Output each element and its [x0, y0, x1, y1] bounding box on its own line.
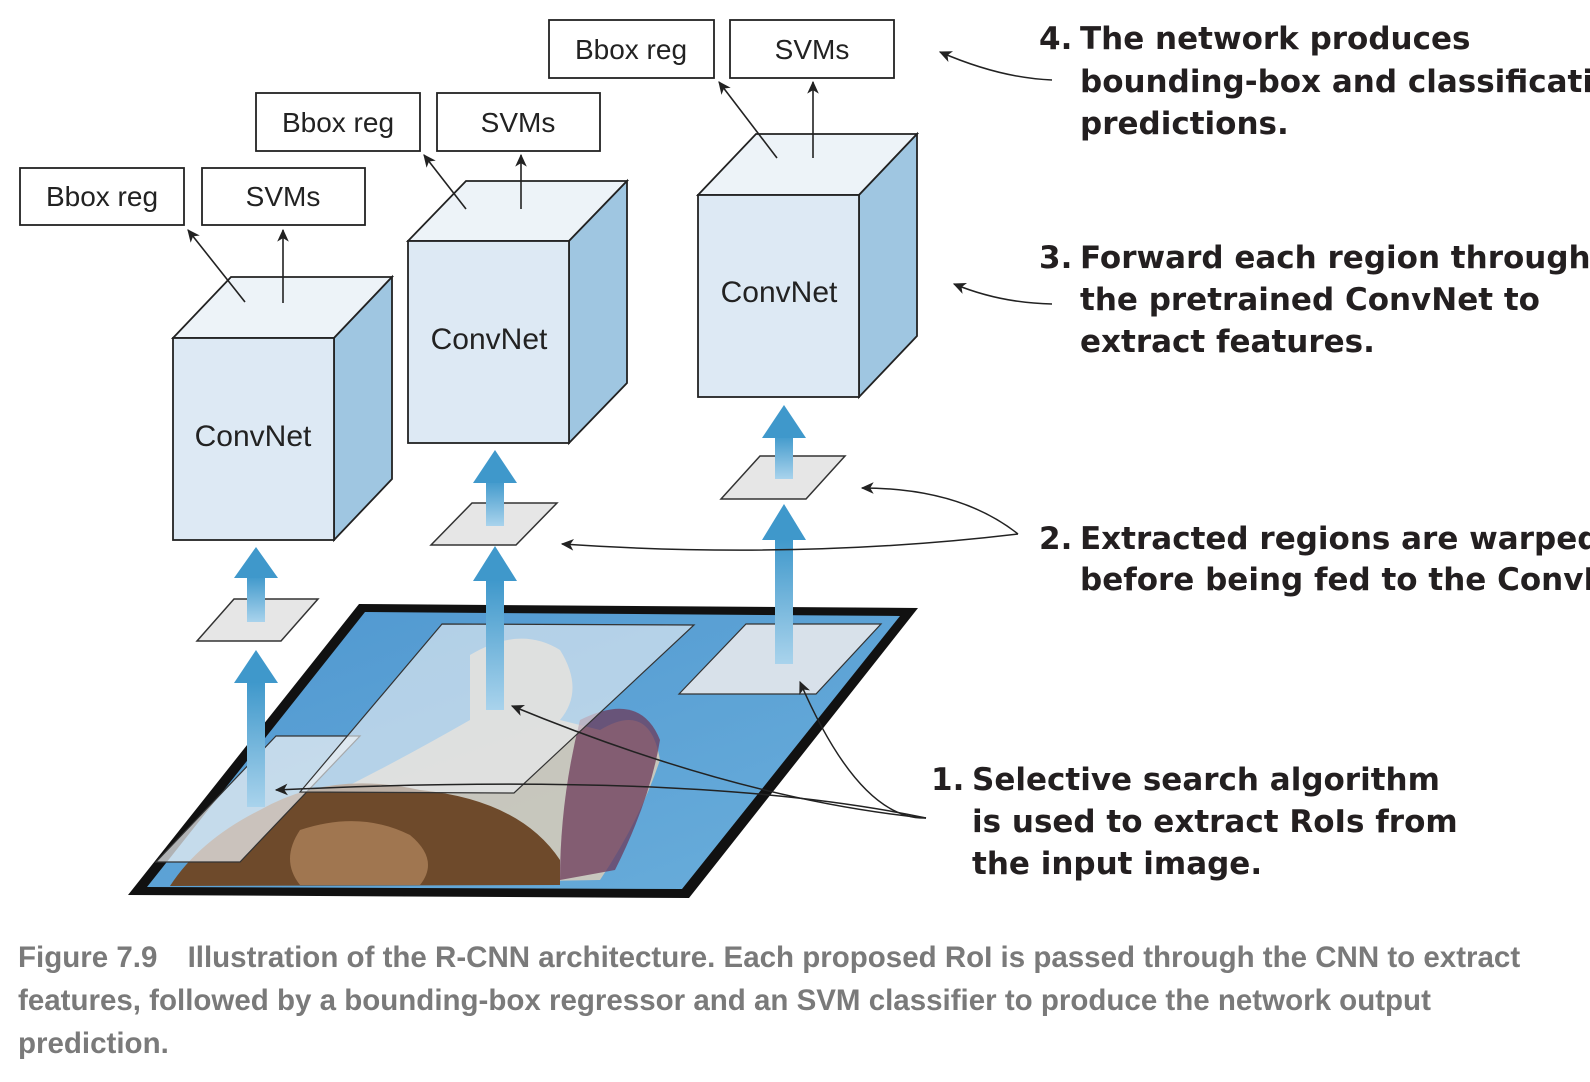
bbox-reg-box: [548, 19, 715, 79]
flow-arrows: [234, 405, 806, 807]
figure-label: Figure 7.9: [18, 941, 158, 974]
convnet-cube-3: ConvNet: [695, 131, 920, 400]
bbox-reg-label: Bbox reg: [46, 181, 158, 212]
svms-label: SVMs: [775, 34, 850, 65]
svms-box: [436, 92, 601, 152]
svms-box: [201, 167, 366, 226]
step-line: Forward each region through: [1080, 240, 1590, 276]
arrow-up-icon: [473, 546, 517, 710]
convnet-cube-2: ConvNet: [405, 178, 630, 446]
step-line: Selective search algorithm: [972, 762, 1440, 798]
step-line: Extracted regions are warped: [1080, 521, 1590, 557]
step-line: The network produces: [1080, 21, 1470, 57]
step-number: 4.: [1039, 21, 1072, 57]
step-line: the pretrained ConvNet to: [1080, 282, 1540, 318]
step-line: is used to extract RoIs from: [972, 804, 1458, 840]
figure-caption: Figure 7.9 Illustration of the R-CNN arc…: [18, 936, 1573, 1065]
bbox-reg-label: Bbox reg: [282, 107, 394, 138]
outputs-column-1: Bbox reg SVMs: [19, 167, 366, 303]
bbox-reg-label: Bbox reg: [575, 34, 687, 65]
step-line: extract features.: [1080, 324, 1375, 360]
step-number: 1.: [931, 762, 964, 798]
figure-caption-text: Illustration of the R-CNN architecture. …: [18, 941, 1521, 1060]
arrow-up-icon: [762, 405, 806, 479]
step-3-callout: 3. Forward each region through the pretr…: [1039, 240, 1590, 360]
step-line: bounding-box and classification: [1080, 64, 1590, 100]
step-4-callout: 4. The network produces bounding-box and…: [1039, 21, 1590, 142]
arrow-up-icon: [762, 504, 806, 664]
convnet-label: ConvNet: [195, 420, 312, 453]
callout-lines: [274, 51, 1053, 819]
step-number: 2.: [1039, 521, 1072, 557]
step-1-callout: 1. Selective search algorithm is used to…: [931, 762, 1458, 882]
outputs-column-2: Bbox reg SVMs: [255, 92, 601, 210]
step-line: predictions.: [1080, 106, 1289, 142]
bbox-reg-box: [255, 92, 421, 152]
svms-label: SVMs: [481, 107, 556, 138]
svms-label: SVMs: [246, 181, 321, 212]
outputs-column-3: Bbox reg SVMs: [548, 19, 895, 159]
arrow-up-icon: [234, 650, 278, 807]
step-line: before being fed to the ConvNet.: [1080, 562, 1590, 598]
bbox-reg-box: [19, 167, 185, 226]
arrow-up-icon: [234, 547, 278, 622]
step-2-callout: 2. Extracted regions are warped before b…: [1039, 521, 1590, 598]
convnet-cube-1: ConvNet: [170, 274, 395, 543]
convnet-label: ConvNet: [721, 276, 838, 309]
step-line: the input image.: [972, 846, 1262, 882]
convnet-label: ConvNet: [431, 323, 548, 356]
step-number: 3.: [1039, 240, 1072, 276]
arrow-up-icon: [473, 450, 517, 526]
svms-box: [729, 19, 895, 79]
